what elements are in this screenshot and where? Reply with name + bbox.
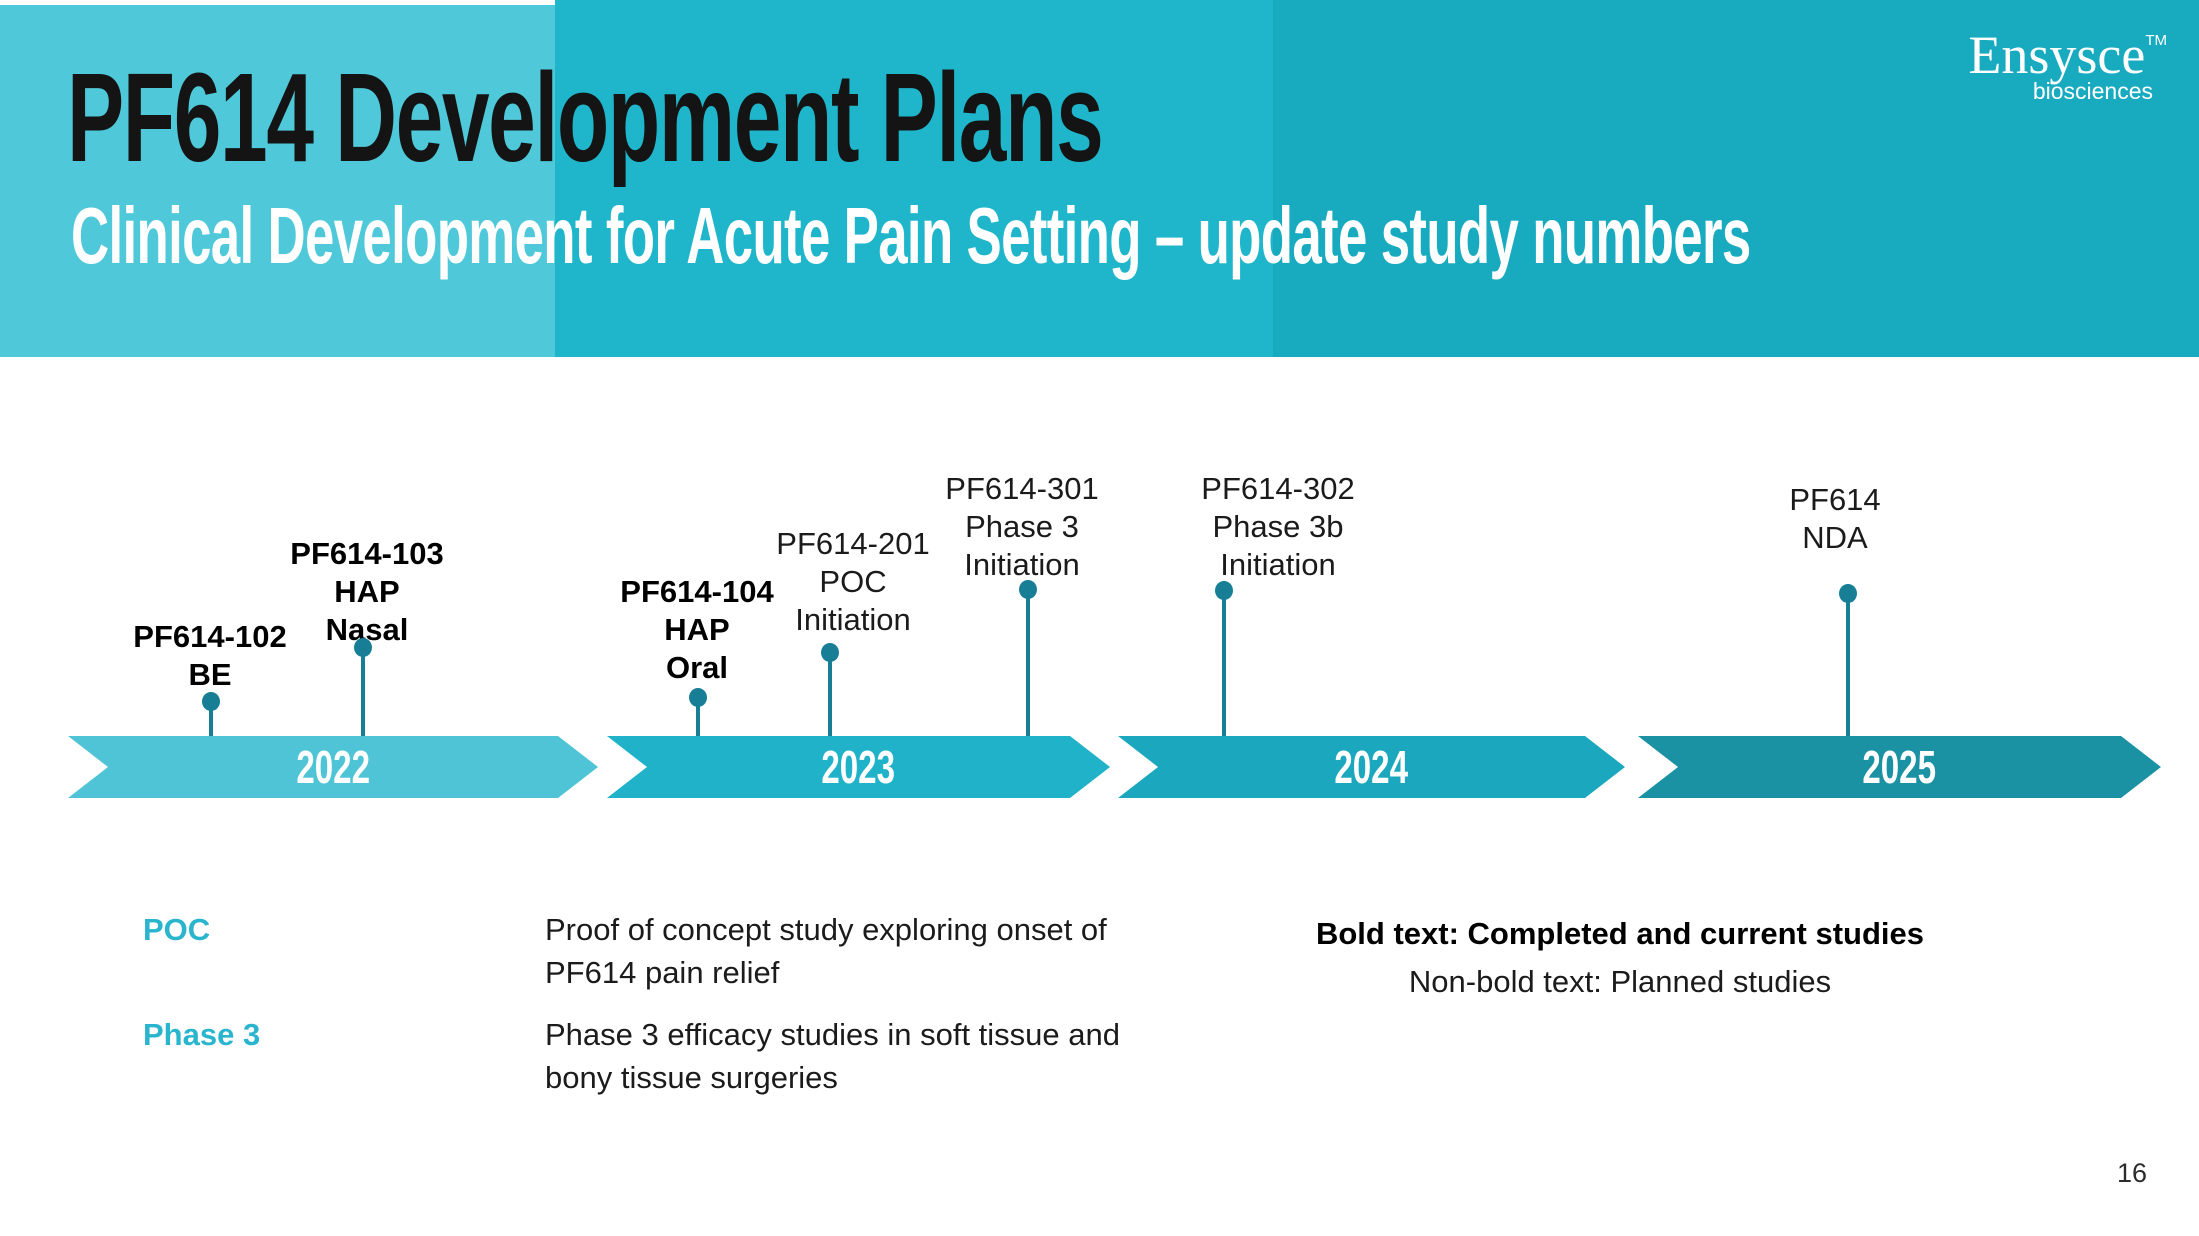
milestone-pin-head	[1019, 580, 1037, 599]
legend-description-line: PF614 pain relief	[545, 955, 780, 990]
milestone-label-line: HAP	[664, 612, 730, 647]
milestone-pin-stem	[828, 653, 832, 736]
year-arrow-2022: 2022	[68, 736, 598, 798]
milestone-pin-head	[354, 638, 372, 657]
note-regular-line: Non-bold text: Planned studies	[1408, 964, 1832, 999]
year-label: 2022	[296, 741, 370, 793]
milestone-pin-head	[1215, 581, 1233, 600]
header-block-mid	[555, 0, 1273, 357]
year-label: 2024	[1334, 741, 1409, 793]
milestone-label-line: POC	[819, 564, 887, 599]
milestone-label-line: PF614	[1789, 482, 1881, 517]
milestone-label-line: PF614-102	[133, 619, 287, 654]
legend-description-line: Phase 3 efficacy studies in soft tissue …	[545, 1017, 1120, 1052]
page-subtitle: Clinical Development for Acute Pain Sett…	[71, 191, 1751, 280]
page-number: 16	[2116, 1158, 2147, 1188]
milestone-pin-stem	[361, 648, 365, 736]
logo-tm-mark: TM	[2145, 32, 2167, 49]
legend-term-description: Proof of concept study exploring onset o…	[545, 908, 1107, 994]
milestone-pin-stem	[1846, 594, 1850, 736]
header-band: PF614 Development Plans Clinical Develop…	[0, 0, 2199, 357]
milestone-pin-stem	[1222, 591, 1226, 736]
milestone-label-line: Initiation	[795, 602, 911, 637]
milestone-label-line: BE	[188, 657, 232, 692]
company-logo: EnsysceTM biosciences	[1968, 28, 2167, 103]
legend-term: POC	[143, 912, 211, 947]
milestone-pin-head	[689, 688, 707, 707]
year-arrow-2024: 2024	[1118, 736, 1625, 798]
note-bold-line: Bold text: Completed and current studies	[1315, 916, 1924, 951]
milestone-label-line: PF614-103	[290, 536, 444, 571]
header-block-right	[1273, 0, 2199, 357]
legend-description-line: bony tissue surgeries	[545, 1060, 838, 1095]
milestone-pin-head	[1839, 584, 1857, 603]
milestone-pin-stem	[1026, 590, 1030, 736]
legend-term: Phase 3	[143, 1017, 261, 1052]
study-status-note: Bold text: Completed and current studies…	[1280, 910, 1960, 1006]
milestone-label-line: Phase 3b	[1212, 509, 1344, 544]
milestone-label-line: Oral	[665, 650, 729, 685]
milestone-pin-stem	[209, 702, 213, 736]
logo-tagline: biosciences	[2032, 78, 2153, 104]
milestone-label-line: HAP	[334, 574, 400, 609]
year-arrow-2023: 2023	[607, 736, 1110, 798]
legend-term-description: Phase 3 efficacy studies in soft tissue …	[545, 1013, 1120, 1099]
milestone-pin-head	[202, 692, 220, 711]
milestone-pin-stem	[696, 698, 700, 736]
milestone-pin-head	[821, 643, 839, 662]
legend-description-line: Proof of concept study exploring onset o…	[545, 912, 1107, 947]
milestone-label-line: Initiation	[1220, 547, 1336, 582]
milestone-label-line: PF614-104	[620, 574, 774, 609]
milestone-label-line: PF614-301	[945, 471, 1099, 506]
year-arrow-2025: 2025	[1638, 736, 2161, 798]
logo-wordmark: Ensysce	[1968, 25, 2146, 85]
milestone-label-line: Phase 3	[965, 509, 1079, 544]
year-label: 2023	[821, 741, 896, 793]
milestone-label-line: Initiation	[964, 547, 1080, 582]
page-title: PF614 Development Plans	[67, 47, 1104, 188]
year-label: 2025	[1862, 741, 1937, 793]
milestone-label-line: NDA	[1802, 520, 1868, 555]
milestone-label-line: PF614-201	[776, 526, 930, 561]
header-block-left	[0, 5, 555, 357]
milestone-label-line: PF614-302	[1201, 471, 1355, 506]
